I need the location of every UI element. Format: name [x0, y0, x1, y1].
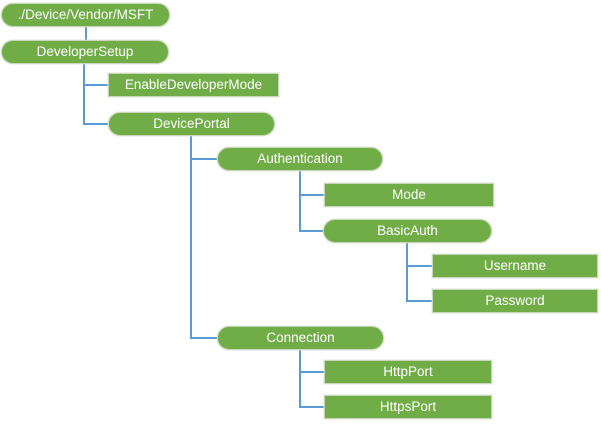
node-connection: Connection: [217, 326, 384, 350]
node-mode: Mode: [324, 183, 494, 207]
node-authentication: Authentication: [217, 147, 383, 171]
node-httpsport: HttpsPort: [324, 395, 492, 419]
node-httpport: HttpPort: [324, 360, 492, 384]
connector-basicauth-password: [406, 243, 432, 302]
node-password: Password: [432, 289, 598, 313]
connector-authentication-basicauth: [299, 171, 323, 232]
node-enabledevelopermode: EnableDeveloperMode: [108, 73, 279, 97]
connector-deviceportal-connection: [190, 136, 217, 339]
node-username: Username: [432, 254, 598, 278]
node-developersetup: DeveloperSetup: [1, 40, 169, 64]
node-deviceportal: DevicePortal: [108, 112, 275, 136]
node-basicauth: BasicAuth: [323, 219, 492, 243]
node-device-vendor-msft: ./Device/Vendor/MSFT: [1, 3, 170, 27]
connector-connection-httpsport: [299, 350, 324, 408]
connector-developersetup-deviceportal: [83, 64, 108, 125]
